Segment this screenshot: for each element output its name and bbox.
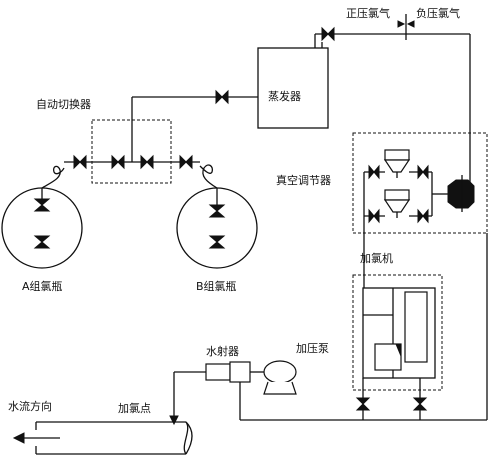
label-booster-pump: 加压泵 (296, 342, 329, 355)
ejector (205, 361, 251, 383)
cylinder-a (1, 165, 83, 269)
label-vacuum-regulator: 真空调节器 (276, 173, 331, 187)
valve-evaporator-outlet (321, 26, 335, 42)
water-main (12, 421, 193, 455)
chlorinator-unit (362, 287, 436, 379)
auto-switcher-box (91, 119, 172, 184)
chlorinator-box (352, 274, 443, 391)
label-chlorinator: 加氯机 (360, 251, 393, 265)
cylinder-b (176, 164, 258, 269)
evaporator-box (257, 47, 329, 129)
valve-a-line (73, 154, 87, 170)
vacuum-regulator-box (352, 132, 488, 234)
label-ejector: 水射器 (206, 344, 239, 358)
label-negative-pressure: 负压氯气 (416, 6, 460, 20)
valve-chlorinator-right (412, 397, 428, 411)
valve-switch-left (111, 154, 125, 170)
valve-evaporator-inlet (215, 89, 229, 105)
label-water-flow-direction: 水流方向 (8, 399, 52, 413)
label-cylinder-a: A组氯瓶 (22, 279, 63, 293)
valve-switch-right (140, 154, 154, 170)
label-evaporator: 蒸发器 (268, 89, 301, 103)
label-auto-switcher: 自动切换器 (36, 97, 91, 111)
label-cylinder-b: B组氯瓶 (196, 279, 237, 293)
valve-chlorinator-left (355, 397, 371, 411)
label-dosing-point: 加氯点 (118, 401, 151, 415)
booster-pump (263, 360, 297, 395)
vacuum-regulator-internals (363, 149, 475, 224)
label-positive-pressure: 正压氯气 (346, 6, 390, 20)
valve-b-line (179, 154, 193, 170)
